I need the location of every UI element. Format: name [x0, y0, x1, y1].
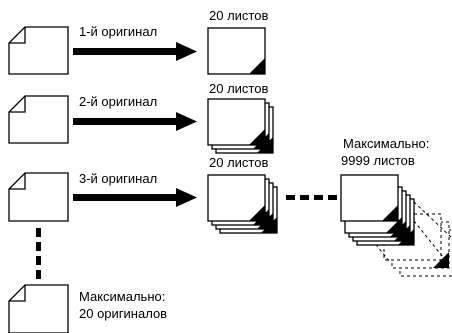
row-1-copies-label: 20 листов — [209, 8, 268, 23]
max-sheets-stack-icon — [340, 174, 452, 277]
row-2: 2-й оригинал 20 листов — [8, 81, 274, 154]
max-originals-label-line1: Максимально: — [79, 289, 165, 304]
max-sheets-label-line1: Максимально: — [343, 136, 429, 151]
original-last-doc-icon — [8, 284, 69, 333]
max-sheets-label-line2: 9999 листов — [341, 153, 415, 168]
row-3: 3-й оригинал 20 листов — [8, 155, 278, 234]
row-3-copies-label: 20 листов — [209, 155, 268, 170]
row-2-copies-label: 20 листов — [209, 81, 268, 96]
original-3-doc-icon — [8, 172, 69, 222]
original-2-doc-icon — [8, 95, 69, 144]
row-3-copy-stack-icon — [207, 174, 278, 234]
original-3-label: 3-й оригинал — [79, 171, 157, 186]
row-1: 1-й оригинал 20 листов — [8, 8, 268, 75]
original-1-doc-icon — [8, 26, 69, 75]
row-3-arrow-icon — [73, 188, 197, 207]
row-1-copy-sheet-icon — [207, 27, 266, 75]
row-1-arrow-icon — [73, 42, 197, 61]
continuation-dashes-horizontal — [286, 195, 337, 200]
max-originals-label-line2: 20 оригиналов — [79, 306, 167, 321]
row-2-arrow-icon — [73, 112, 197, 131]
original-1-label: 1-й оригинал — [79, 24, 157, 39]
original-2-label: 2-й оригинал — [79, 94, 157, 109]
continuation-dashes-vertical — [36, 228, 41, 279]
row-2-copy-stack-icon — [207, 98, 274, 154]
